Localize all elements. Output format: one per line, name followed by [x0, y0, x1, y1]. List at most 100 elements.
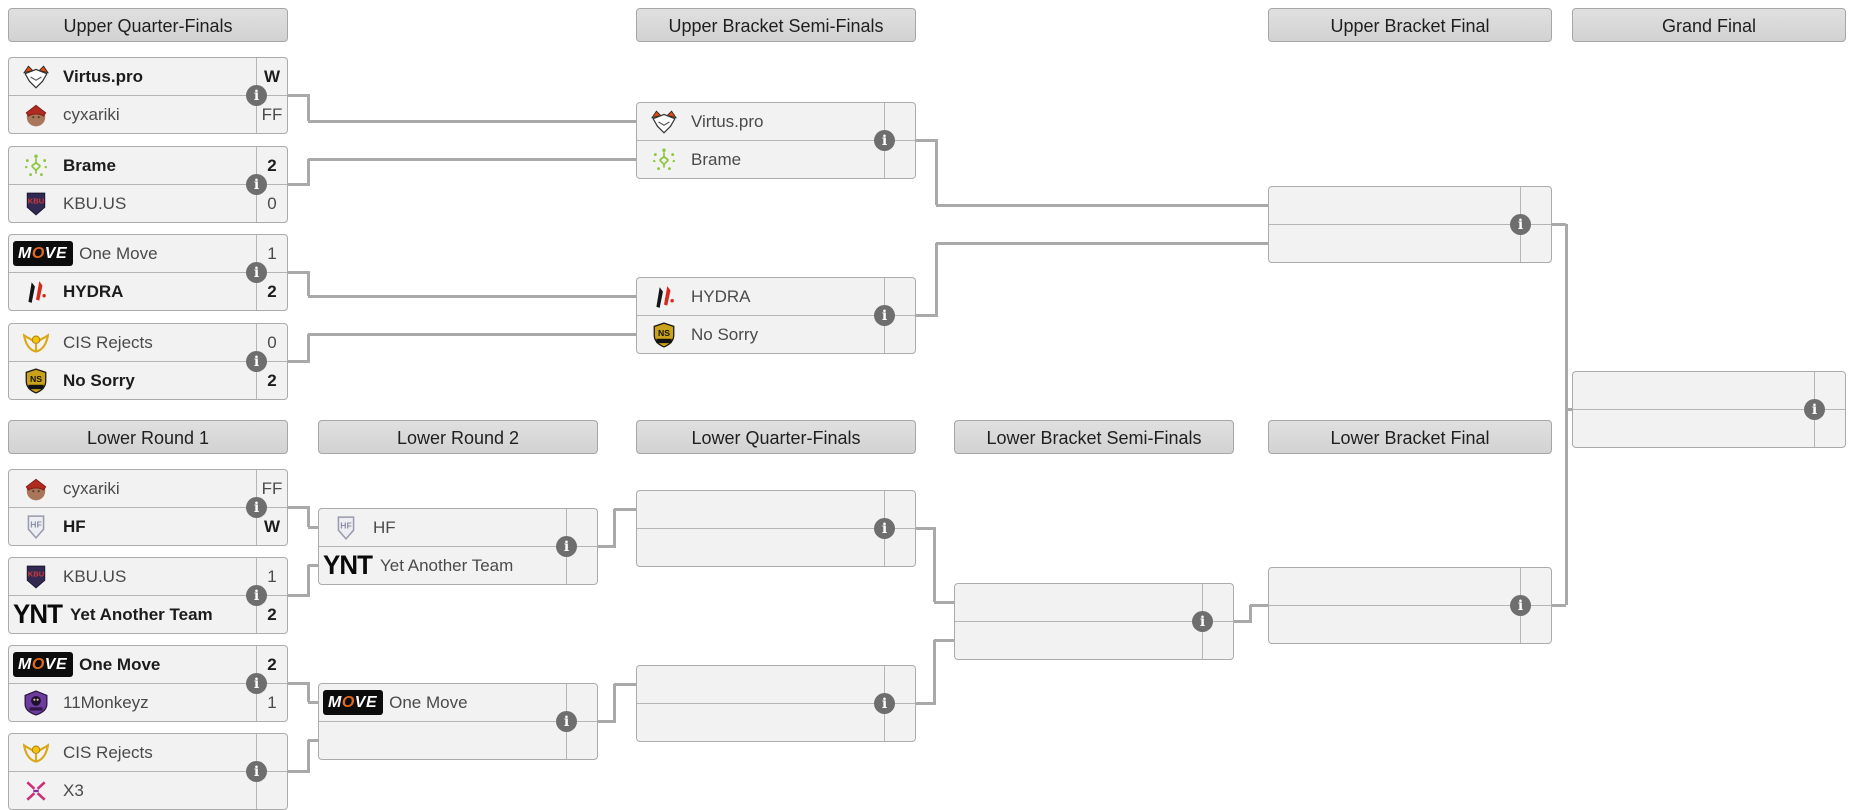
opponent-row: [637, 528, 915, 566]
team-name[interactable]: One Move: [79, 243, 158, 263]
match-info-icon[interactable]: i: [246, 262, 267, 283]
team-name[interactable]: Virtus.pro: [691, 111, 764, 131]
move-wordmark-icon: MOVE: [9, 652, 79, 677]
match-info-icon[interactable]: i: [1192, 611, 1213, 632]
team-name[interactable]: cyxariki: [63, 104, 120, 124]
score-cell: 2: [256, 596, 287, 633]
match-info-icon[interactable]: i: [1510, 595, 1531, 616]
team-name[interactable]: Yet Another Team: [380, 555, 514, 575]
opponent-row: [637, 703, 915, 741]
bracket-connector-line: [933, 528, 936, 602]
svg-text:HF: HF: [30, 519, 42, 529]
opponent-row: [1573, 409, 1845, 447]
match-info-icon[interactable]: i: [246, 497, 267, 518]
score-cell: W: [256, 508, 287, 545]
team-name[interactable]: Brame: [691, 149, 742, 169]
cyxariki-avatar-icon: [9, 476, 63, 502]
bracket-connector-line: [916, 702, 936, 705]
hydra-blades-icon: [9, 279, 63, 305]
bracket-connector-line: [598, 545, 616, 548]
match-info-icon[interactable]: i: [246, 351, 267, 372]
round-header-grand-final: Grand Final: [1572, 8, 1846, 42]
hydra-blades-icon: [637, 284, 691, 310]
team-name[interactable]: 11Monkeyz: [63, 692, 149, 712]
bracket-connector-line: [308, 564, 320, 567]
bracket-connector-line: [288, 682, 310, 685]
monkeyz-shield-icon: [9, 689, 63, 716]
opponent-row: HYDRA: [637, 278, 915, 315]
match-info-icon[interactable]: i: [556, 536, 577, 557]
score-cell: [884, 666, 915, 703]
bracket-connector-line: [936, 204, 1268, 207]
info-glyph: i: [1517, 216, 1524, 233]
score-cell: [1520, 606, 1551, 643]
info-glyph: i: [1811, 401, 1818, 418]
match-info-icon[interactable]: i: [246, 761, 267, 782]
team-name[interactable]: HYDRA: [63, 281, 124, 301]
team-name[interactable]: One Move: [389, 692, 468, 712]
match-info-icon[interactable]: i: [874, 518, 895, 539]
kbu-shield-icon: KBU: [9, 191, 63, 217]
match-info-icon[interactable]: i: [874, 130, 895, 151]
team-name[interactable]: HF: [373, 517, 396, 537]
virtus-pro-bear-icon: [637, 109, 691, 135]
team-name[interactable]: Brame: [63, 155, 116, 175]
bracket-connector-line: [1552, 223, 1566, 226]
score-cell: 1: [256, 235, 287, 272]
team-name[interactable]: HF: [63, 516, 86, 536]
hf-shield-icon: HF: [319, 515, 373, 541]
team-name[interactable]: CIS Rejects: [63, 332, 153, 352]
team-name[interactable]: One Move: [79, 654, 161, 674]
match-info-icon[interactable]: i: [1804, 399, 1825, 420]
team-name[interactable]: X3: [63, 780, 84, 800]
round-header-upper-bracket-final: Upper Bracket Final: [1268, 8, 1552, 42]
info-glyph: i: [253, 176, 260, 193]
bracket-connector-line: [1249, 605, 1252, 621]
team-name[interactable]: No Sorry: [691, 324, 759, 344]
score-cell: [884, 316, 915, 353]
match-info-icon[interactable]: i: [246, 85, 267, 106]
round-header-lower-bracket-final: Lower Bracket Final: [1268, 420, 1552, 454]
match-info-icon[interactable]: i: [246, 174, 267, 195]
team-name[interactable]: HYDRA: [691, 286, 751, 306]
info-glyph: i: [1517, 597, 1524, 614]
team-name[interactable]: cyxariki: [63, 478, 120, 498]
svg-text:KBU: KBU: [28, 569, 45, 578]
team-name[interactable]: Yet Another Team: [70, 604, 213, 624]
team-name[interactable]: No Sorry: [63, 370, 135, 390]
no-sorry-shield-icon: NS: [637, 321, 691, 348]
info-glyph: i: [881, 695, 888, 712]
bracket-connector-line: [916, 139, 938, 142]
score-cell: 2: [256, 147, 287, 184]
match-info-icon[interactable]: i: [246, 585, 267, 606]
team-name[interactable]: KBU.US: [63, 193, 127, 213]
match-info-icon[interactable]: i: [556, 711, 577, 732]
team-name[interactable]: Virtus.pro: [63, 66, 143, 86]
score-cell: [566, 684, 597, 721]
team-name[interactable]: KBU.US: [63, 566, 127, 586]
info-glyph: i: [253, 264, 260, 281]
bracket-connector-line: [935, 243, 938, 315]
move-wordmark-icon: MOVE: [9, 241, 79, 266]
match-info-icon[interactable]: i: [874, 693, 895, 714]
match-lbqf1: i: [636, 490, 916, 567]
move-wordmark-icon: MOVE: [319, 690, 389, 715]
info-glyph: i: [253, 763, 260, 780]
team-name[interactable]: CIS Rejects: [63, 742, 153, 762]
score-cell: [1520, 568, 1551, 605]
match-info-icon[interactable]: i: [246, 673, 267, 694]
match-info-icon[interactable]: i: [874, 305, 895, 326]
ynt-wordmark-text: YNT: [13, 599, 63, 629]
bracket-connector-line: [1566, 408, 1574, 411]
match-info-icon[interactable]: i: [1510, 214, 1531, 235]
